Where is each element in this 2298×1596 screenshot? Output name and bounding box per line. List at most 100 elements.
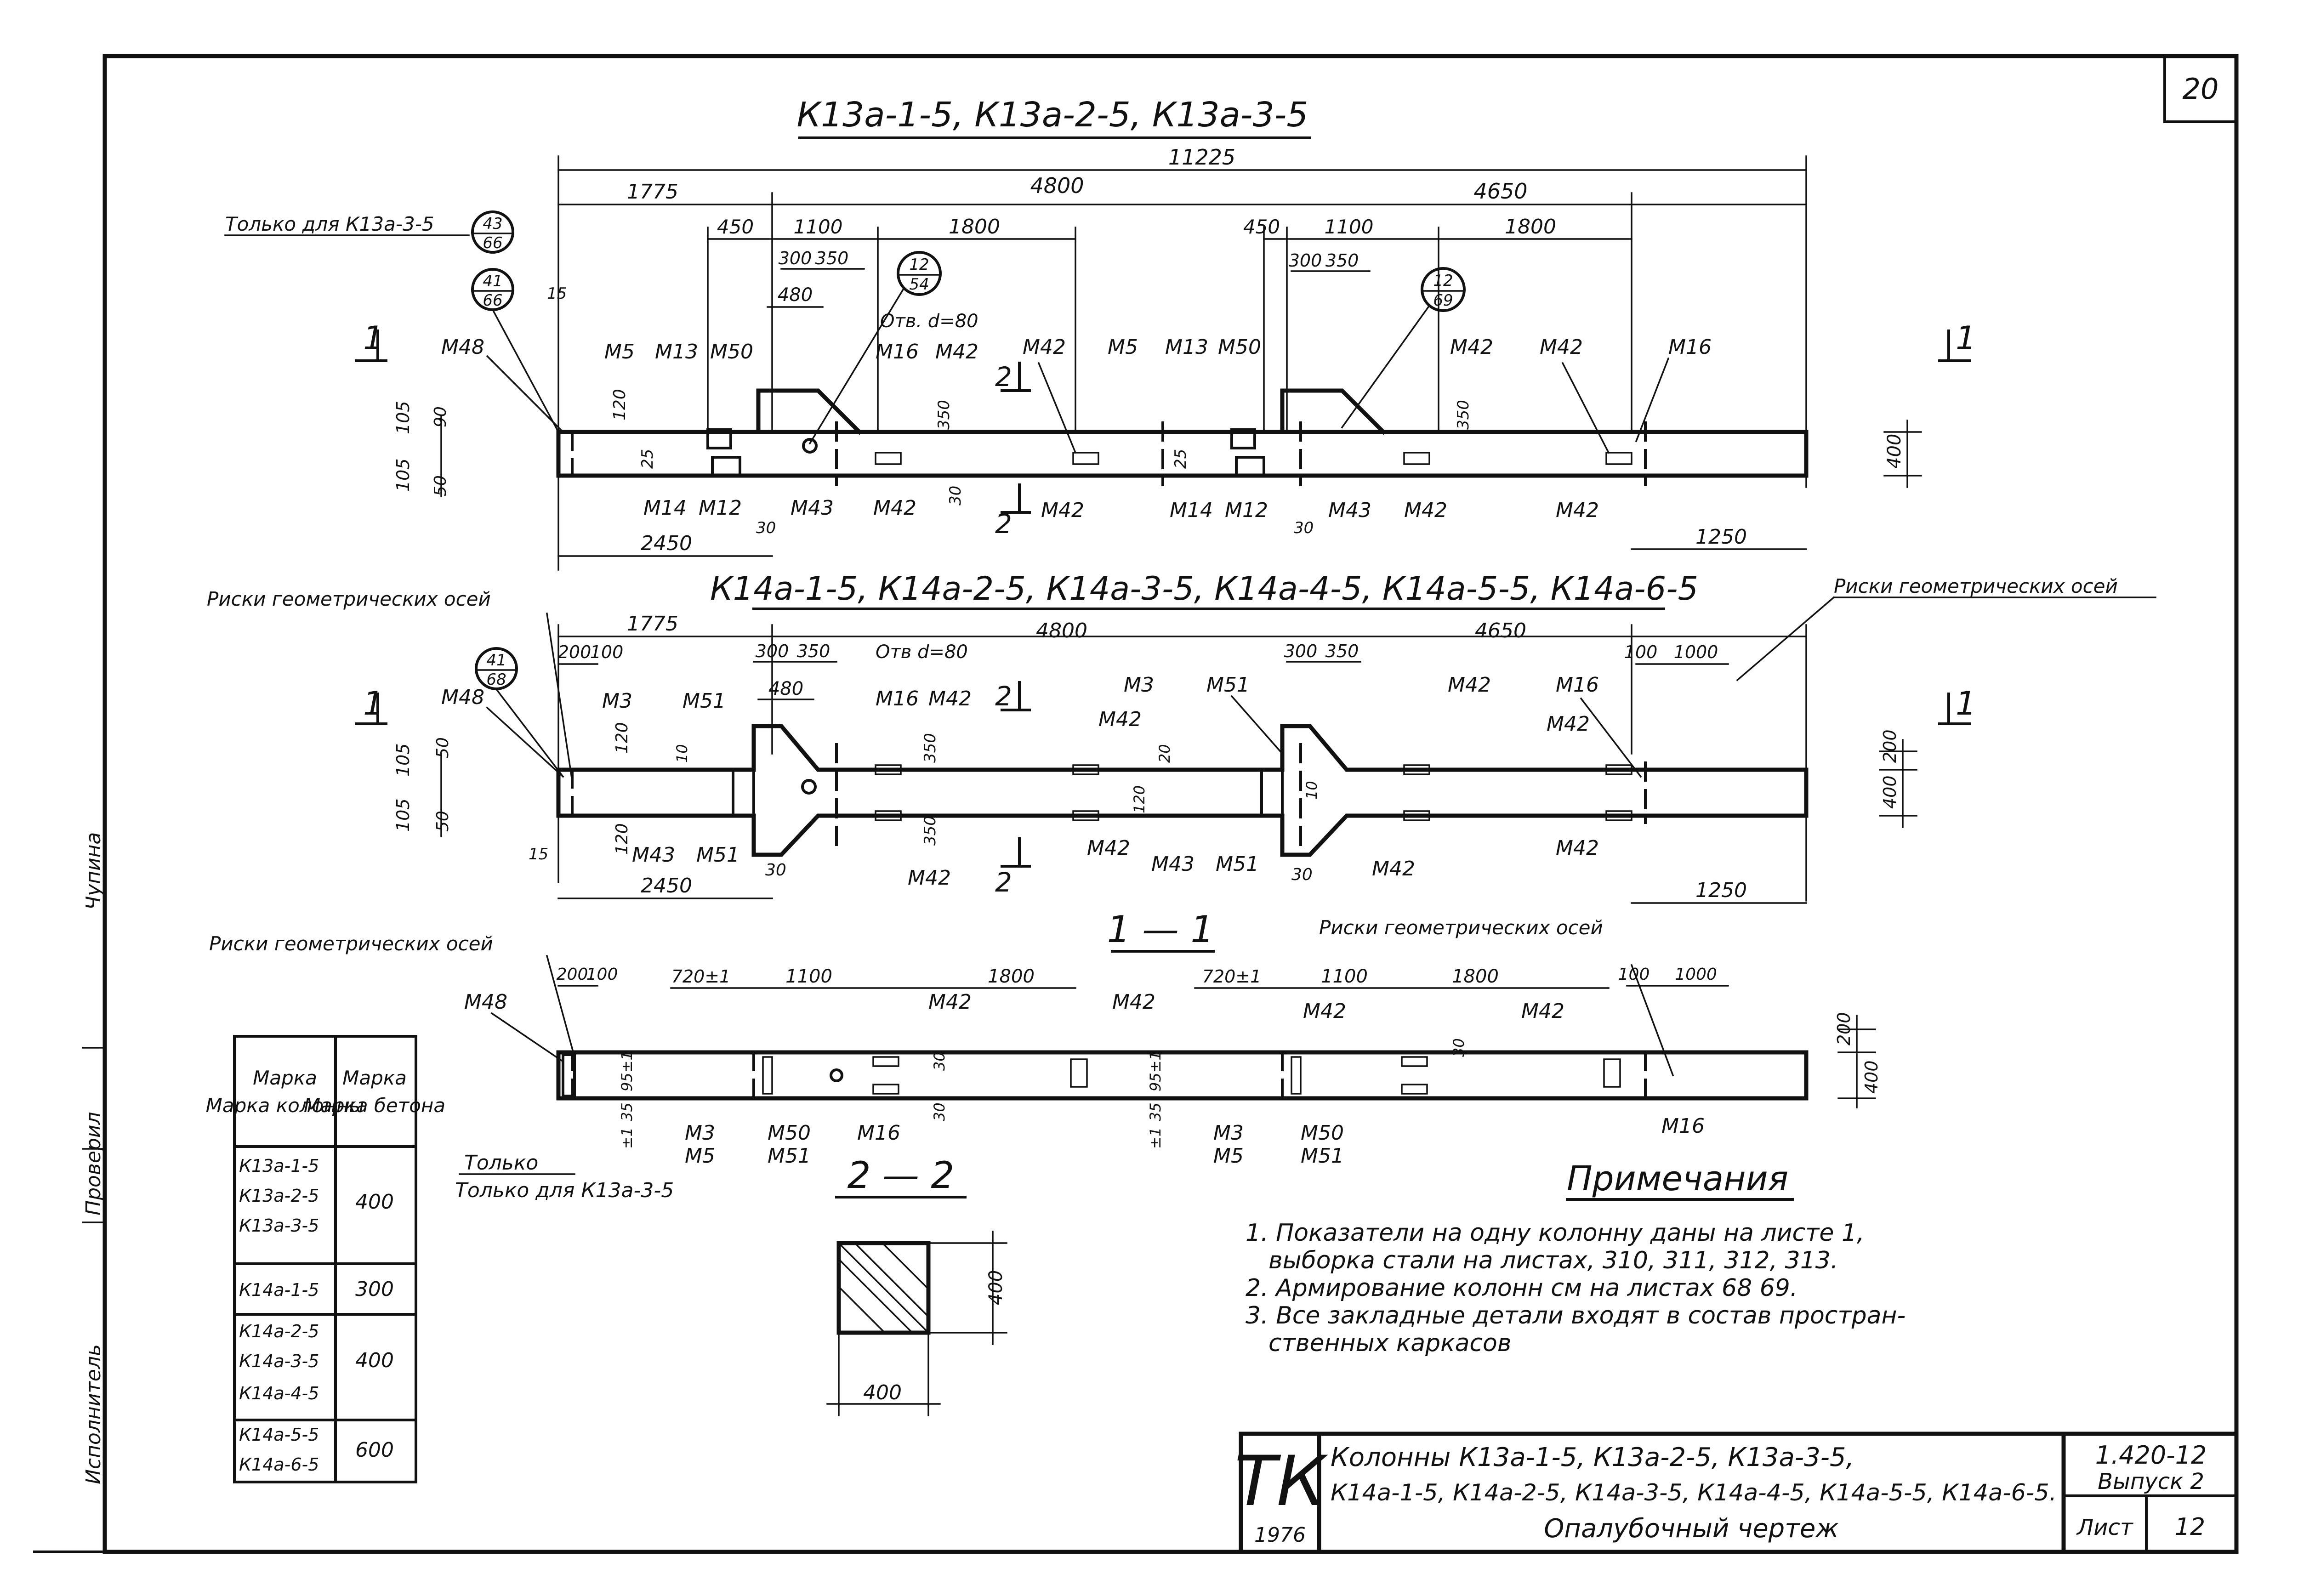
k14a-mark: М42 (1448, 673, 1491, 697)
k13a-dim-300b: 300 (1289, 250, 1322, 271)
k13a-mark: М12 (699, 496, 742, 520)
k13a-dim-1775: 1775 (627, 180, 678, 204)
concrete-grade-table: Марка Марка колонны Марка Марка бетона К… (206, 1035, 445, 1483)
k13a-dim-350a: 350 (815, 248, 849, 268)
title-series: 1.420-12 (2095, 1441, 2207, 1470)
k14a-dim-120b: 120 (613, 823, 631, 855)
table-mark: К14а-2-5 (239, 1321, 319, 1341)
k13a-dim-4800: 4800 (1030, 173, 1084, 198)
k14a-dim-350a: 350 (921, 733, 939, 763)
section-mark-1-right: 1 (1956, 319, 1976, 357)
k14a-dim-4650: 4650 (1475, 619, 1526, 642)
view-k14a-title: К14а-1-5, К14а-2-5, К14а-3-5, К14а-4-5, … (710, 570, 1698, 608)
sec11-mark: М42 (1521, 1000, 1564, 1023)
note-line: выборка стали на листах, 310, 311, 312, … (1268, 1247, 1838, 1274)
k13a-mark: М5 (1108, 335, 1138, 359)
k13a-column-body (556, 388, 1809, 486)
section-mark-2-bottom: 2 (995, 867, 1012, 898)
k14a-dim-30a: 30 (765, 861, 786, 880)
k14a-risk-right: Риски геометрических осей (1834, 575, 2118, 597)
sec11-dim-400: 400 (1861, 1060, 1882, 1094)
k13a-dim-450b: 450 (1243, 216, 1280, 238)
k13a-dim-350b: 350 (1454, 400, 1473, 430)
k14a-dim-15: 15 (529, 845, 548, 863)
k13a-mark: М5 (604, 340, 635, 364)
k14a-dim-105a: 105 (393, 743, 413, 777)
side-stamp: Проверил Чупина Исполнитель (82, 832, 106, 1553)
k13a-mark: М43 (791, 496, 834, 520)
k14a-dim-100: 100 (590, 642, 624, 662)
k13a-dim-350b: 350 (1325, 250, 1359, 271)
table-header-mark-a: Марка (253, 1067, 317, 1089)
k14a-dim-350a: 350 (797, 641, 830, 661)
sheet-frame: 20 (33, 54, 2239, 1554)
sec11-mark: М42 (928, 990, 972, 1014)
k13a-dim-30b: 30 (756, 519, 776, 537)
table-mark: К14а-4-5 (239, 1383, 319, 1403)
sec11-dim-pm1b: ±1 (1147, 1127, 1164, 1149)
k13a-section-markers: 1 1 2 2 (355, 319, 1976, 540)
table-mark: К14а-3-5 (239, 1351, 319, 1371)
k13a-dim-25a: 25 (638, 449, 657, 469)
k14a-dim-480: 480 (768, 678, 803, 699)
k14a-dim-100b: 100 (1624, 642, 1658, 662)
k13a-callout-12-54: 12 54 (808, 251, 942, 445)
k13a-callout-12-69: 12 69 (1341, 267, 1466, 429)
k14a-mark: М42 (1087, 836, 1130, 860)
k13a-dim-30c: 30 (1294, 519, 1314, 537)
sec11-dim-95a: 95±1 (618, 1051, 636, 1091)
k13a-dim-90: 90 (431, 406, 450, 427)
sec11-dim-100: 100 (586, 965, 618, 984)
title-year: 1976 (1254, 1523, 1306, 1547)
table-header-grade-a: Марка (342, 1067, 407, 1089)
k14a-dim-200: 200 (558, 642, 592, 662)
sec11-dim-30b: 30 (931, 1102, 948, 1121)
svg-text:69: 69 (1433, 291, 1453, 310)
k14a-mark: М16 (1556, 673, 1599, 697)
k14a-mark: М3 (1124, 673, 1154, 697)
table-mark: К13а-1-5 (239, 1156, 319, 1176)
k14a-risk-left: Риски геометрических осей (207, 588, 491, 610)
k13a-dim-2450: 2450 (641, 532, 692, 555)
svg-text:41: 41 (486, 651, 506, 670)
k13a-mark: М13 (1165, 335, 1208, 359)
k14a-mark: М3 (602, 689, 632, 713)
k14a-column-body (556, 724, 1809, 857)
k14a-section-markers: 1 1 2 2 (355, 681, 1976, 898)
svg-text:43: 43 (483, 215, 502, 233)
sec11-dim-95b: 95±1 (1147, 1051, 1164, 1091)
k14a-mark: М16 (876, 687, 919, 710)
sec11-mark: М16 (857, 1121, 900, 1145)
title-sheet-no: 12 (2175, 1513, 2205, 1541)
k14a-mark: М43 (632, 843, 675, 867)
section-mark-1-left: 1 (363, 685, 384, 722)
table-mark: К13а-2-5 (239, 1186, 319, 1206)
k14a-dim-10b: 10 (1303, 781, 1320, 800)
table-mark: К14а-1-5 (239, 1280, 319, 1300)
k14a-mark: М42 (908, 866, 951, 890)
k13a-mark: М12 (1225, 499, 1268, 522)
svg-text:12: 12 (909, 256, 929, 274)
view-k14a: К14а-1-5, К14а-2-5, К14а-3-5, К14а-4-5, … (207, 570, 2156, 904)
table-header-grade: Марка бетона (304, 1094, 445, 1117)
sec11-dim-35b: 35 (1147, 1102, 1164, 1121)
sec11-dim-30a: 30 (931, 1052, 948, 1071)
table-header-mark: Марка колонны (206, 1094, 364, 1117)
section-1-1: 1 — 1 Риски геометрических осей Риски ге… (209, 908, 1882, 1202)
k13a-mark: М14 (643, 496, 687, 520)
k13a-mark: М42 (1450, 335, 1493, 359)
k13a-mark: М16 (876, 340, 919, 364)
k14a-mark: М42 (1556, 836, 1599, 860)
k14a-callout-41-68: 41 68 (475, 647, 564, 778)
table-grade: 400 (355, 1349, 394, 1372)
k14a-dim-50a: 50 (433, 737, 452, 758)
section-mark-1-right: 1 (1956, 685, 1976, 722)
page-number: 20 (2183, 72, 2219, 106)
sec11-mark: М48 (464, 990, 507, 1014)
section-2-2-title: 2 — 2 (848, 1154, 955, 1197)
k13a-dim-30a: 30 (946, 486, 965, 505)
k14a-mark: М51 (696, 843, 739, 867)
k13a-mark: М16 (1668, 335, 1712, 359)
note-line: 3. Все закладные детали входят в состав … (1246, 1302, 1906, 1329)
k14a-dim-1775: 1775 (627, 612, 678, 636)
